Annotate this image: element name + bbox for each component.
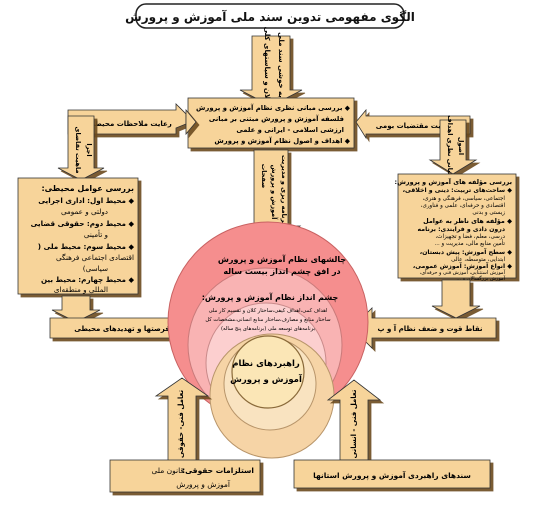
right-line-8: تأمین منابع مالی، مدیریت و ... <box>434 239 505 247</box>
center-down-label-2: آموزش و پرورش <box>270 165 279 221</box>
bottom-left-arrow-label: تعامل فنی- حقوقی <box>177 390 185 459</box>
circles-group <box>167 221 369 459</box>
center-down-label-1: صفحات <box>260 164 268 189</box>
mid-circle-title: چشم انداز نظام آموزش و پرورش: <box>202 292 339 303</box>
right-box <box>397 173 517 279</box>
center-line-1: فلسفه آموزش و پرورش مبتنی بر مبانی <box>209 114 344 123</box>
right-line-13: آموزش بزرگسالان و ... <box>456 275 505 282</box>
center-line-2: ارزشی اسلامی - ایرانی و علمی <box>236 126 344 134</box>
outer-circle-text-1: چالشهای نظام آموزش و پرورش <box>218 254 346 265</box>
left-down-label-1: ماهیت تقاضای <box>74 126 82 173</box>
right-line-11: ◆ انواع آموزش: آموزش عمومی، <box>413 261 512 270</box>
bottom-left-title: استلزامات حقوقی: <box>182 466 254 475</box>
center-box <box>187 97 355 149</box>
left-line-1: ◆ محیط اول: اداری اجرایی <box>38 196 134 205</box>
right-line-4: زیستی و بدنی <box>472 210 505 216</box>
right-box-text: بررسی مؤلفه های آموزش و پرورش: ◆ ساحت‌ها… <box>395 177 513 282</box>
center-line-3: ◆ اهداف و اصول نظام آموزش و پرورش <box>214 136 350 145</box>
bottom-right-arrow-label: تعامل فنی - انسانی <box>350 389 358 458</box>
top-arrow-label-2: به خوشی سند ملی <box>277 32 285 98</box>
right-down-label-1: مبانی نظری اهداف <box>446 115 454 177</box>
right-line-1: ◆ ساحت‌های تربیت: دینی و اخلاقی، <box>403 187 513 194</box>
left-down-label-2: اجرا <box>85 143 93 156</box>
center-line-0: ◆ بررسی مبانی نظری نظام آموزش و پرورش <box>196 103 351 112</box>
left-line-3: ◆ محیط دوم: حقوقی قضایی <box>31 219 135 228</box>
bottom-left-box <box>109 459 261 493</box>
right-line-10: ابتدایی، متوسطه، عالی <box>451 257 505 263</box>
left-line-8: ◆ محیط چهارم: محیط بین <box>41 275 135 284</box>
left-line-6: اقتصادی اجتماعی فرهنگی <box>56 253 134 262</box>
left-line-9: المللی و منطقه‌ای <box>54 285 108 294</box>
bottom-left-up-arrow <box>154 377 210 463</box>
right-bottom-arrow-label: نقاط قوت و ضعف نظام آ و پ <box>377 324 482 333</box>
right-line-5: ◆ مؤلفه های ناظر به عوامل <box>423 217 512 225</box>
left-top-arrow <box>67 103 197 136</box>
right-line-2: اجتماعی، سیاسی، فرهنگی و هنری، <box>422 194 505 202</box>
left-top-arrow-label: رعایت ملاحظات محیطی <box>88 120 172 128</box>
page-title: الگوی مفهومی تدوین سند ملی آموزش و پرورش <box>125 9 415 25</box>
core-text-1: راهبردهای نظام <box>232 359 300 369</box>
bottom-right-up-arrow <box>326 379 382 461</box>
left-down-arrow <box>57 115 105 181</box>
right-down-label-2: اصول <box>457 137 465 155</box>
right-top-arrow-label: رعایت مقتضیات بومی <box>376 122 452 130</box>
bottom-left-text-1: قانون ملی <box>152 466 185 475</box>
mid-circle-line-0: اهداف کمی،اهداف کیفی،ساختار کلان و تقسیم… <box>209 308 328 314</box>
left-line-2: دولتی و عمومی <box>61 207 108 216</box>
mid-circle-line-1: ساختار منابع و مصارف،ساختار منابع انسانی… <box>205 317 330 323</box>
right-line-0: بررسی مؤلفه های آموزش و پرورش: <box>395 177 512 186</box>
left-bottom-arrow-label: فرصتها و تهدیدهای محیطی <box>74 325 170 333</box>
right-line-12: آموزش استثنایی، آموزش فنی و حرفه‌ای، <box>420 269 506 276</box>
left-line-0: بررسی عوامل محیطی: <box>41 184 134 193</box>
right-line-6: درون دادی و فرایندی: برنامه <box>418 226 505 233</box>
right-line-9: ◆ سطح آموزش: پیش دبستان، <box>420 247 512 256</box>
circle-core <box>231 335 305 409</box>
outer-circle-text-2: در افق چشم انداز بیست ساله <box>223 267 340 276</box>
left-box-text: بررسی عوامل محیطی: ◆ محیط اول: اداری اجر… <box>31 184 135 294</box>
left-box <box>17 177 139 295</box>
right-line-7: درسی، معلم، فضا و تجهیزات، <box>435 234 505 240</box>
title-box: الگوی مفهومی تدوین سند ملی آموزش و پرورش <box>125 3 415 29</box>
top-arrow-label-1: کلان و سیاستهای کلی <box>263 27 271 105</box>
center-down-label-3: برنامه ریزی و مدیریت <box>280 155 288 225</box>
bottom-right-box <box>293 459 491 489</box>
left-box-down-arrow <box>51 295 101 323</box>
core-text-2: آموزش و پرورش <box>230 373 303 385</box>
right-box-down-arrow <box>431 279 481 319</box>
left-line-5: ◆ محیط سوم: محیط ملی ( <box>38 242 135 251</box>
left-line-7: سیاسی) <box>83 264 108 273</box>
left-line-4: و تأمینی <box>84 229 108 239</box>
bottom-left-text-2: آموزش و پرورش <box>176 479 231 489</box>
mid-circle-line-2: برنامه‌های توسعه ملی (برنامه‌های پنج سال… <box>221 326 315 332</box>
right-line-3: اقتصادی و حرفه‌ای، علمی و فناوری، <box>421 203 506 209</box>
bottom-right-text: سندهای راهبردی آموزش و پرورش استانها <box>313 470 471 480</box>
right-down-arrow <box>428 119 478 175</box>
